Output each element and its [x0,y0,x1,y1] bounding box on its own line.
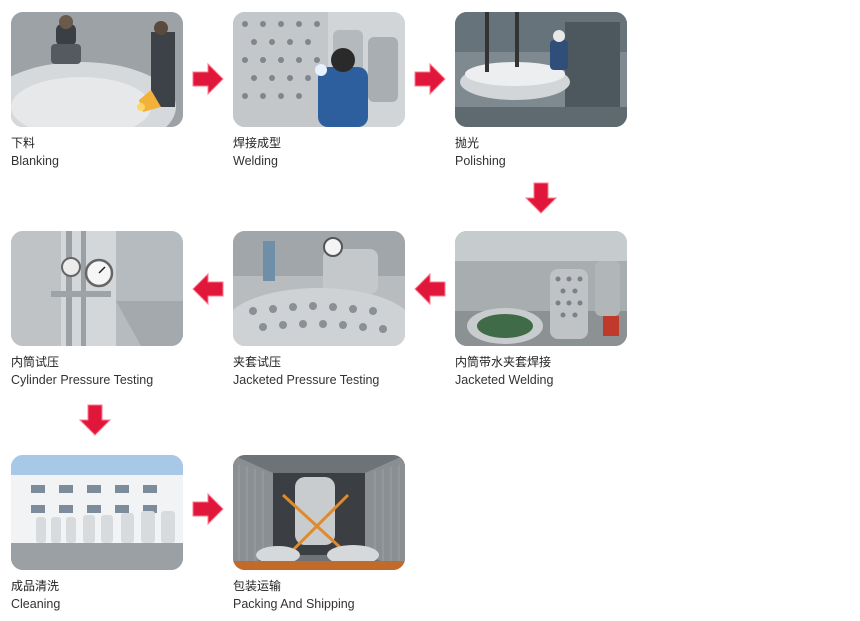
step-title-zh: 下料 [11,136,36,150]
arrow-down-icon [524,181,558,215]
step-title-en: Blanking [11,154,59,168]
step-title-en: Cleaning [11,597,61,611]
arrow-down-icon [78,403,112,437]
step-title-en: Polishing [455,154,506,168]
welding-photo [233,12,405,127]
step-cylinder-pressure-testing: 内筒试压 Cylinder Pressure Testing [11,231,183,388]
step-polishing: 抛光 Polishing [455,12,627,169]
cleaning-photo [11,455,183,570]
step-title-zh: 夹套试压 [233,355,282,369]
arrow-right-icon [191,62,225,96]
step-blanking: 下料 Blanking [11,12,183,169]
step-title-zh: 成品清洗 [11,579,60,593]
step-title-en: Jacketed Welding [455,373,554,387]
step-jacketed-pressure-testing: 夹套试压 Jacketed Pressure Testing [233,231,405,388]
step-title-zh: 焊接成型 [233,136,282,150]
step-title-en: Jacketed Pressure Testing [233,373,380,387]
blanking-photo [11,12,183,127]
arrow-left-icon [191,272,225,306]
step-jacketed-welding: 内筒带水夹套焊接 Jacketed Welding [455,231,627,388]
jacketed-welding-photo [455,231,627,346]
arrow-right-icon [191,492,225,526]
arrow-right-icon [413,62,447,96]
step-title-en: Cylinder Pressure Testing [11,373,154,387]
step-title-zh: 内筒带水夹套焊接 [455,355,552,369]
cylinder-pressure-photo [11,231,183,346]
step-title-en: Welding [233,154,278,168]
step-title-zh: 内筒试压 [11,355,60,369]
step-cleaning: 成品清洗 Cleaning [11,455,183,612]
step-title-zh: 抛光 [455,136,480,150]
step-packing-and-shipping: 包装运输 Packing And Shipping [233,455,405,612]
step-title-en: Packing And Shipping [233,597,355,611]
step-welding: 焊接成型 Welding [233,12,405,169]
polishing-photo [455,12,627,127]
step-title-zh: 包装运输 [233,579,282,593]
packing-photo [233,455,405,570]
arrow-left-icon [413,272,447,306]
jacketed-pressure-photo [233,231,405,346]
